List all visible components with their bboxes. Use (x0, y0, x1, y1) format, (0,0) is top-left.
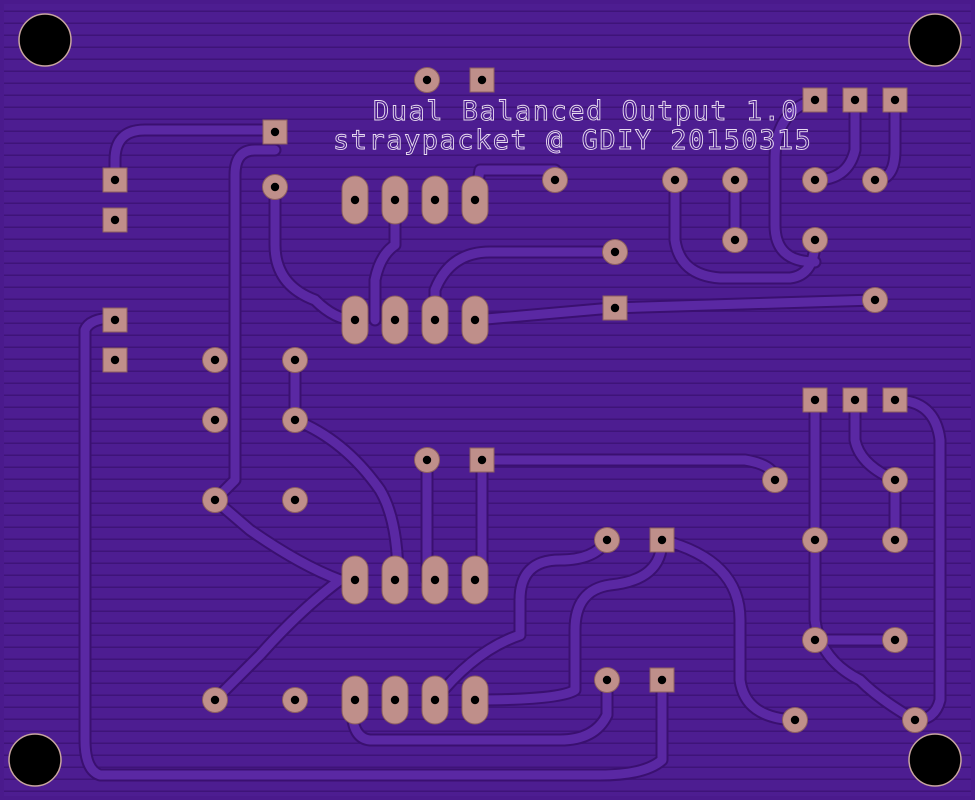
drill-hole (610, 247, 620, 257)
drill-hole (730, 235, 740, 245)
mounting-hole (8, 733, 62, 787)
drill-hole (350, 315, 360, 325)
mounting-hole (18, 13, 72, 67)
square-pad (842, 87, 868, 113)
drill-hole (290, 695, 300, 705)
drill-hole (870, 295, 880, 305)
drill-hole (870, 175, 880, 185)
drill-hole (657, 535, 667, 545)
drill-hole (290, 355, 300, 365)
drill-hole (422, 455, 432, 465)
drill-hole (890, 535, 900, 545)
drill-hole (270, 182, 280, 192)
mounting-hole (908, 13, 962, 67)
drill-hole (350, 695, 360, 705)
drill-hole (810, 635, 820, 645)
drill-hole (422, 75, 432, 85)
drill-hole (390, 315, 400, 325)
drill-hole (810, 175, 820, 185)
drill-hole (610, 303, 620, 313)
drill-hole (390, 195, 400, 205)
drill-hole (602, 535, 612, 545)
drill-hole (430, 695, 440, 705)
board-title: Dual Balanced Output 1.0 (373, 96, 799, 127)
drill-hole (657, 675, 667, 685)
drill-hole (477, 75, 487, 85)
drill-hole (270, 127, 280, 137)
drill-hole (890, 395, 900, 405)
drill-hole (350, 575, 360, 585)
drill-hole (210, 695, 220, 705)
drill-hole (790, 715, 800, 725)
drill-hole (810, 235, 820, 245)
drill-hole (470, 195, 480, 205)
drill-hole (210, 495, 220, 505)
drill-hole (110, 355, 120, 365)
drill-hole (110, 215, 120, 225)
drill-hole (850, 395, 860, 405)
drill-hole (670, 175, 680, 185)
drill-hole (430, 195, 440, 205)
mounting-hole (908, 733, 962, 787)
drill-hole (470, 315, 480, 325)
drill-hole (770, 475, 780, 485)
drill-hole (890, 475, 900, 485)
drill-hole (550, 175, 560, 185)
drill-hole (850, 95, 860, 105)
drill-hole (890, 635, 900, 645)
drill-hole (810, 95, 820, 105)
drill-hole (910, 715, 920, 725)
drill-hole (290, 495, 300, 505)
drill-hole (210, 415, 220, 425)
drill-hole (477, 455, 487, 465)
square-pad (102, 167, 128, 193)
drill-hole (110, 315, 120, 325)
drill-hole (470, 695, 480, 705)
drill-hole (602, 675, 612, 685)
board-credit: straypacket @ GDIY 20150315 (333, 125, 812, 156)
drill-hole (810, 535, 820, 545)
square-pad (802, 387, 828, 413)
drill-hole (210, 355, 220, 365)
drill-hole (890, 95, 900, 105)
drill-hole (730, 175, 740, 185)
drill-hole (390, 575, 400, 585)
drill-hole (810, 395, 820, 405)
drill-hole (290, 415, 300, 425)
pad-layer (8, 13, 962, 787)
drill-hole (430, 575, 440, 585)
drill-hole (470, 575, 480, 585)
drill-hole (390, 695, 400, 705)
drill-hole (350, 195, 360, 205)
drill-hole (110, 175, 120, 185)
drill-hole (430, 315, 440, 325)
